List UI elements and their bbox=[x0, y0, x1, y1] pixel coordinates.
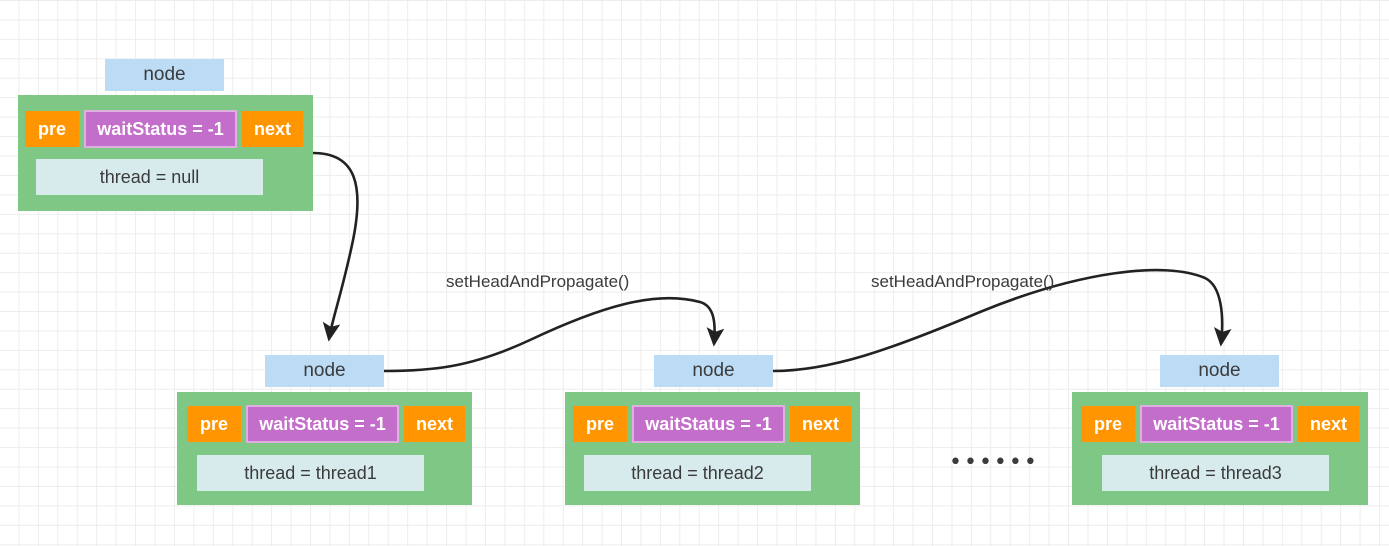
pre-pointer-cell[interactable]: pre bbox=[187, 406, 241, 442]
wait-status-cell[interactable]: waitStatus = -1 bbox=[1140, 405, 1293, 443]
pre-pointer-cell[interactable]: pre bbox=[573, 406, 627, 442]
next-pointer-cell[interactable]: next bbox=[242, 111, 303, 147]
thread-cell: thread = thread2 bbox=[584, 455, 811, 491]
node-tag-label: node bbox=[654, 355, 773, 387]
pre-pointer-cell[interactable]: pre bbox=[25, 111, 79, 147]
thread-cell: thread = thread3 bbox=[1102, 455, 1329, 491]
continuation-ellipsis: •••••• bbox=[949, 450, 1039, 475]
node-tag-label: node bbox=[105, 59, 224, 91]
edge-label-setheadandpropagate-1: setHeadAndPropagate() bbox=[446, 272, 630, 291]
node-tag-label: node bbox=[1160, 355, 1279, 387]
wait-status-cell[interactable]: waitStatus = -1 bbox=[84, 110, 237, 148]
edge-label-setheadandpropagate-2: setHeadAndPropagate() bbox=[871, 272, 1055, 291]
next-pointer-cell[interactable]: next bbox=[1298, 406, 1359, 442]
pre-pointer-cell[interactable]: pre bbox=[1081, 406, 1135, 442]
next-pointer-cell[interactable]: next bbox=[790, 406, 851, 442]
edge-head-to-node1-path bbox=[312, 151, 359, 342]
wait-status-cell[interactable]: waitStatus = -1 bbox=[632, 405, 785, 443]
thread-cell: thread = null bbox=[36, 159, 263, 195]
next-pointer-cell[interactable]: next bbox=[404, 406, 465, 442]
node-tag-label: node bbox=[265, 355, 384, 387]
wait-status-cell[interactable]: waitStatus = -1 bbox=[246, 405, 399, 443]
thread-cell: thread = thread1 bbox=[197, 455, 424, 491]
